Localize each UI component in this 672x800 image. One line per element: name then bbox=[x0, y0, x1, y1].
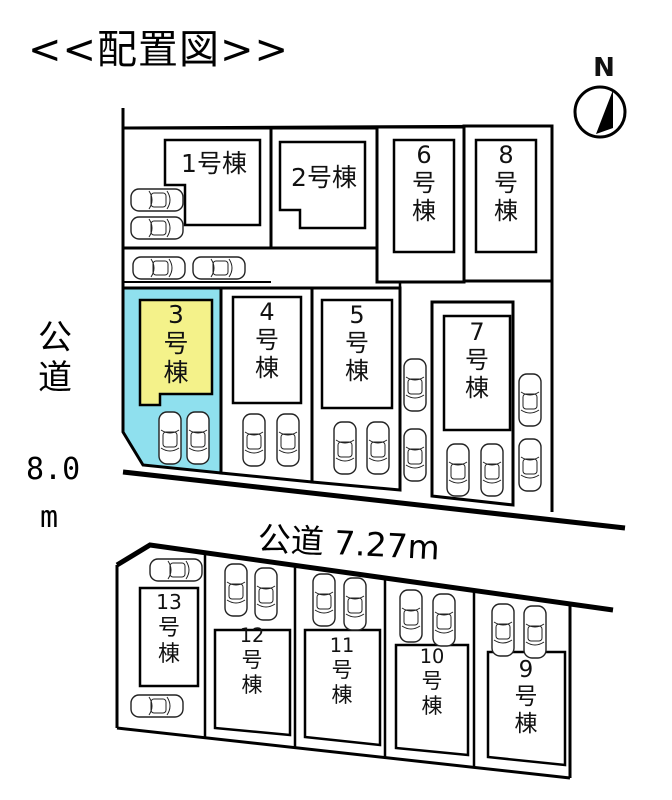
car-icon bbox=[276, 413, 300, 467]
car-icon bbox=[366, 421, 390, 475]
building-12[interactable] bbox=[213, 628, 292, 737]
car-icon bbox=[403, 428, 427, 482]
car-icon bbox=[242, 413, 266, 467]
car-icon bbox=[333, 421, 357, 475]
north-compass-icon: N bbox=[573, 53, 627, 139]
building-2[interactable] bbox=[278, 140, 367, 230]
car-icon bbox=[343, 577, 367, 631]
car-icon bbox=[518, 373, 542, 427]
car-icon bbox=[132, 256, 186, 280]
car-icon bbox=[158, 411, 182, 465]
car-icon bbox=[130, 216, 184, 240]
west-road-width-value: 8.0 bbox=[26, 452, 81, 487]
building-2-label: 2号棟 bbox=[291, 163, 357, 192]
building-4[interactable] bbox=[231, 295, 303, 405]
car-icon bbox=[446, 443, 470, 497]
car-icon bbox=[480, 443, 504, 497]
car-icon bbox=[224, 563, 248, 617]
car-icon bbox=[312, 573, 336, 627]
car-icon bbox=[130, 188, 184, 212]
car-icon bbox=[403, 358, 427, 412]
building-3[interactable] bbox=[138, 298, 214, 407]
building-1[interactable] bbox=[163, 138, 262, 227]
west-road-width-unit: m bbox=[40, 500, 59, 535]
building-1-label: 1号棟 bbox=[181, 149, 247, 178]
building-8[interactable] bbox=[474, 138, 538, 254]
building-13[interactable] bbox=[138, 586, 200, 688]
north-label: N bbox=[593, 53, 615, 83]
car-icon bbox=[130, 694, 184, 718]
car-icon bbox=[192, 256, 246, 280]
building-6[interactable] bbox=[392, 138, 456, 254]
building-5[interactable] bbox=[320, 298, 394, 410]
building-7[interactable] bbox=[442, 314, 512, 432]
car-icon bbox=[491, 603, 515, 657]
car-icon bbox=[149, 558, 203, 582]
car-icon bbox=[254, 567, 278, 621]
parking-spaces bbox=[130, 188, 547, 718]
car-icon bbox=[523, 605, 547, 659]
car-icon bbox=[518, 438, 542, 492]
car-icon bbox=[186, 411, 210, 465]
page-title: <<配置図>> bbox=[28, 27, 290, 73]
car-icon bbox=[399, 589, 423, 643]
car-icon bbox=[432, 593, 456, 647]
